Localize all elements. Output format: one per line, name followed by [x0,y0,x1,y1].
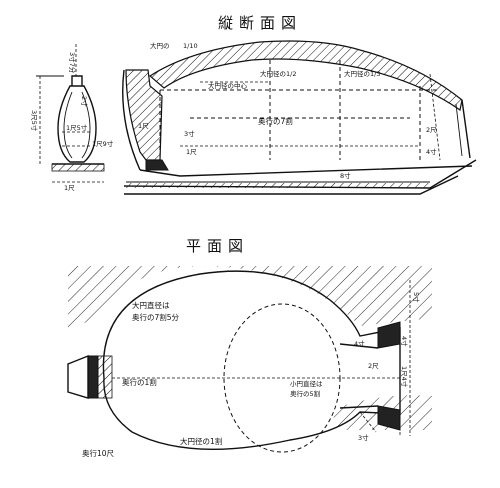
h-1shaku-label: 1尺 [138,122,149,130]
big-radius-half-label: 大円径の1/2 [260,69,296,78]
body-height-label: 3尺5寸 [30,110,39,132]
right-v1-label: 4寸 [400,336,409,347]
mouth-4sun-label: 4寸 [354,339,365,348]
chimney-width-label: 2寸 [80,96,89,107]
right-8sun-label: 8寸 [340,171,351,180]
depth-10-label: 奥行の1割 [122,377,157,387]
kiln-dome [149,40,463,112]
big-circle-label: 大円直径は [132,300,170,310]
kiln-plan-outline [102,270,401,450]
arc-big-label: 大円の [150,41,170,50]
right-v2-label: 1尺4寸 [400,366,409,388]
small-circle-label: 小円直径は [290,379,323,388]
depth-total-label: 奥行10尺 [82,448,115,458]
big-circle-10-label: 大円径の1割 [180,436,222,446]
small-circle-label-2: 奥行の5割 [290,389,321,398]
plan-view: 大円直径は 奥行の7割5分 奥行の1割 小円直径は 奥行の5割 大円径の1割 奥… [67,266,432,458]
h-3sun-label: 3寸 [184,129,195,138]
chimney-sketch [36,44,105,183]
wall-b-label: 1尺9寸 [92,139,114,148]
wall-a-label: 1尺5寸 [66,123,88,132]
section-title: 縦断面図 [218,14,302,32]
section-view: 3寸7分 2寸 3尺5寸 1尺5寸 1尺9寸 1尺 大円の 1/10 [30,40,477,195]
kiln-front-wall [125,69,163,161]
right-v3-label: 5寸 [412,292,421,303]
chimney-height-label: 3寸7分 [68,52,77,74]
mouth-3sun-label: 3寸 [358,433,369,442]
right-4sun-label: 4寸 [426,147,437,156]
big-circle-label-2: 奥行の7割5分 [132,312,180,322]
center-mark-label: 大円径の中心 [208,81,248,90]
base-width-label: 1尺 [64,184,75,192]
plan-title: 平面図 [186,237,249,255]
firebox-block [87,355,99,399]
mouth-2shaku-label: 2尺 [368,362,379,370]
h-1shaku-b-label: 1尺 [186,148,197,156]
big-radius-third-label: 大円径の1/3 [344,69,380,78]
arc-big-frac: 1/10 [183,42,198,50]
depth-70-label: 奥行の7割 [258,116,293,126]
right-2shaku-label: 2尺 [426,126,437,134]
